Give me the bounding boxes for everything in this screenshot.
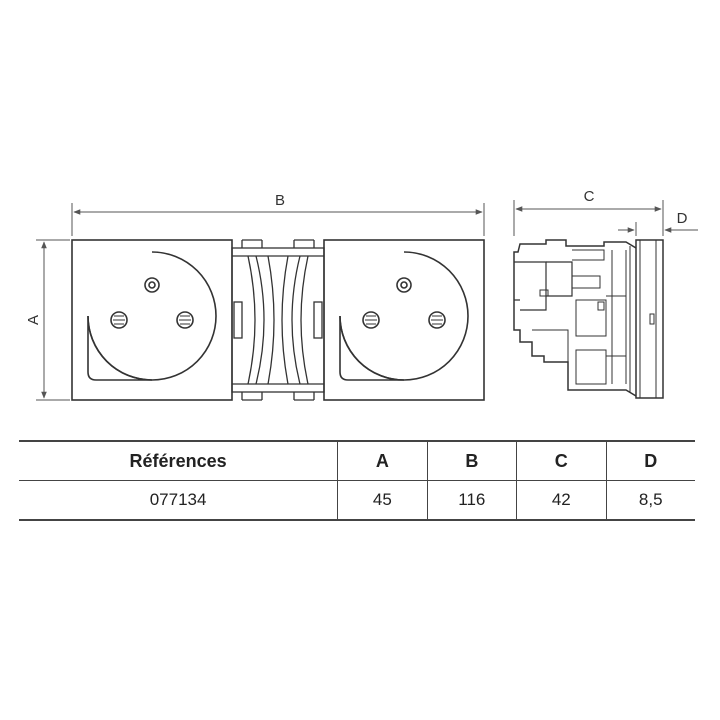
right-plate — [323, 239, 485, 401]
earth-pin — [396, 277, 412, 293]
right-hole — [176, 311, 194, 329]
left-plate — [71, 239, 233, 401]
dimension-c-label: C — [584, 188, 595, 205]
side-body — [513, 239, 637, 397]
technical-drawing: B A — [25, 188, 698, 401]
cell-b: 116 — [426, 480, 517, 521]
table-header-row: Références A B C D — [19, 440, 695, 481]
right-socket — [339, 251, 469, 381]
side-face-plate — [635, 239, 664, 399]
front-view — [71, 239, 485, 401]
earth-pin — [144, 277, 160, 293]
header-a: A — [337, 440, 428, 481]
dimension-d-label: D — [677, 210, 688, 227]
dimension-b-label: B — [275, 192, 285, 209]
header-c: C — [516, 440, 606, 481]
dimension-c — [513, 200, 664, 236]
dimension-d — [618, 222, 698, 236]
cell-c: 42 — [516, 480, 606, 521]
dimension-a-label: A — [25, 315, 42, 325]
header-d: D — [605, 440, 695, 481]
dimension-b — [71, 203, 485, 236]
side-view — [513, 239, 664, 399]
header-b: B — [426, 440, 517, 481]
left-socket — [87, 251, 217, 381]
header-references: Références — [19, 440, 338, 481]
left-hole — [362, 311, 380, 329]
right-hole — [428, 311, 446, 329]
middle-connector — [231, 239, 325, 401]
cell-reference: 077134 — [19, 480, 338, 521]
references-table: Références A B C D 077134 45 116 42 8,5 — [19, 440, 695, 521]
table-row: 077134 45 116 42 8,5 — [19, 480, 695, 521]
left-hole — [110, 311, 128, 329]
cell-a: 45 — [337, 480, 428, 521]
cell-d: 8,5 — [605, 480, 695, 521]
dimension-a — [36, 239, 70, 401]
